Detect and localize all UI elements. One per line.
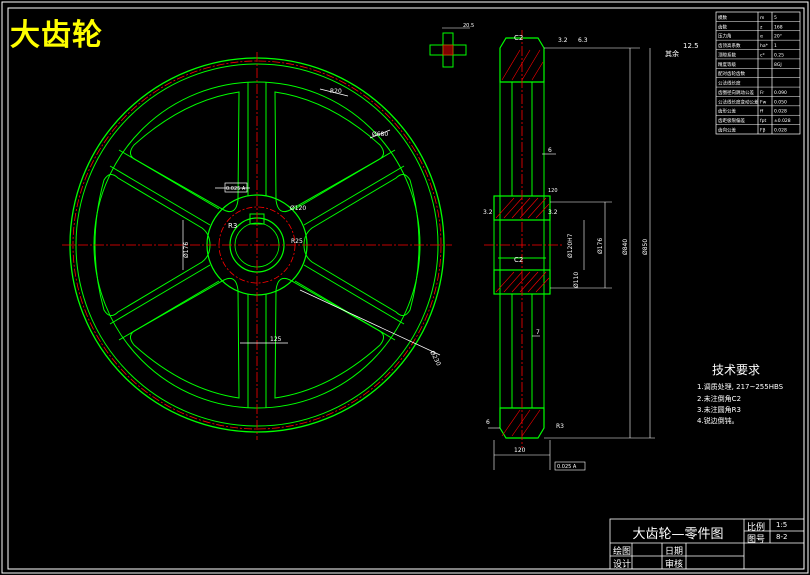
- param-cell: 8GJ: [774, 62, 782, 68]
- side-chamfer-mid: C2: [514, 256, 523, 264]
- front-dim-keyway: Ø120: [290, 205, 306, 212]
- date-label: 日期: [665, 547, 684, 557]
- requirement-item: 3.未注圆角R3: [697, 406, 741, 414]
- param-cell: 齿数: [718, 23, 727, 30]
- side-bottom-width: 120: [514, 447, 526, 454]
- param-cell: c*: [760, 52, 765, 58]
- param-cell: Fr: [760, 90, 764, 96]
- param-cell: ha*: [760, 43, 769, 49]
- param-cell: 168: [774, 24, 783, 30]
- param-cell: 0.050: [774, 99, 787, 105]
- side-mid-dim: 7: [536, 329, 540, 336]
- scale-value: 1:5: [776, 521, 788, 529]
- rest-label: 其余: [665, 49, 679, 58]
- param-cell: ±0.028: [774, 118, 791, 124]
- keyway-detail: [429, 27, 470, 68]
- centerlines-side: [484, 30, 562, 448]
- param-cell: 1: [774, 43, 777, 49]
- param-cell: 公法线长度: [718, 80, 741, 87]
- front-dim-tol: 0.025 A: [226, 186, 246, 192]
- param-cell: 齿向公差: [718, 127, 736, 134]
- param-cell: z: [760, 25, 763, 30]
- front-view: [62, 52, 452, 440]
- front-dim-r: R3: [228, 222, 237, 230]
- side-hub-rough-2: 3.2: [548, 209, 558, 216]
- drawing-no-label: 图号: [747, 535, 766, 545]
- inner-border: [7, 7, 805, 570]
- scale-label: 比例: [747, 523, 766, 533]
- param-cell: 0.25: [774, 52, 784, 58]
- param-cell: 齿顶高系数: [718, 42, 741, 49]
- front-dimensions: [182, 88, 441, 356]
- front-dim-spoke: R25: [291, 238, 303, 245]
- front-dim-hub: Ø176: [183, 242, 190, 258]
- section-hatching: [495, 49, 550, 437]
- param-cell: 0.028: [774, 128, 787, 134]
- param-cell: 齿圈径向跳动公差: [718, 89, 754, 96]
- designed-label: 设计: [613, 560, 632, 570]
- param-cell: α: [760, 35, 763, 40]
- front-dim-label-1: R20: [330, 88, 342, 95]
- side-bottom-tol: 0.025 A: [557, 464, 577, 470]
- requirements-title: 技术要求: [712, 363, 761, 377]
- param-cell: fpt: [760, 118, 766, 124]
- param-cell: m: [760, 16, 764, 21]
- side-rim-dia-1: Ø840: [622, 239, 629, 255]
- front-dim-label-2: Ø680: [372, 131, 388, 138]
- requirement-item: 2.未注倒角C2: [697, 395, 742, 403]
- requirement-item: 1.调质处理, 217~255HBS: [697, 383, 784, 391]
- param-cell: 5: [774, 15, 777, 21]
- side-left-dim: R3: [556, 423, 564, 430]
- param-table: [715, 11, 801, 135]
- centerlines-front: [62, 52, 452, 440]
- side-rim-dia-2: Ø850: [642, 239, 649, 255]
- param-cell: 配对齿轮齿数: [718, 70, 745, 77]
- param-cell: 公法线长度变动公差: [718, 98, 759, 105]
- side-hub-bore: Ø120H7: [567, 233, 574, 258]
- param-cell: 20°: [774, 34, 782, 40]
- param-cell: 齿形公差: [718, 108, 736, 115]
- checked-label: 审核: [665, 560, 684, 570]
- spoke-windows: [94, 91, 420, 399]
- side-left-gap: 6: [486, 419, 490, 426]
- side-dimensions: [488, 47, 655, 471]
- front-dim-hub-len: 125: [270, 336, 282, 343]
- side-hub-bore-2: Ø110: [573, 272, 580, 288]
- param-cell: 精度等级: [718, 61, 736, 68]
- side-rough-1: 3.2: [558, 37, 568, 44]
- drawn-label: 绘图: [613, 547, 632, 557]
- param-cell: Fβ: [760, 128, 766, 134]
- param-rows: 模数 m 5 齿数 z 168 压力角 α 20° 齿顶高系数 ha* 1 顶隙系数 c* 0.25 精度等级…: [716, 14, 800, 134]
- drawing-no-value: 8-2: [776, 533, 788, 541]
- param-cell: 0.090: [774, 90, 787, 96]
- side-hub-rough-1: 3.2: [483, 209, 493, 216]
- pitch-circle: [72, 60, 442, 430]
- requirement-item: 4.锐边倒钝。: [697, 417, 739, 425]
- side-chamfer-top: C2: [514, 34, 523, 42]
- param-cell: 模数: [718, 14, 727, 21]
- side-hub-len: 120: [548, 188, 558, 194]
- drawing-title: 大齿轮: [10, 18, 103, 53]
- param-cell: 顶隙系数: [718, 51, 736, 58]
- side-web-thickness: 6: [548, 147, 552, 154]
- front-dim-rim: Ø230: [428, 350, 442, 368]
- side-rough-2: 6.3: [578, 37, 588, 44]
- title-block-name: 大齿轮—零件图: [632, 527, 724, 542]
- param-cell: Fw: [760, 99, 767, 105]
- param-cell: ff: [760, 109, 764, 115]
- param-cell: 齿距极限偏差: [718, 117, 745, 124]
- keyway-width-label: 20.5: [463, 23, 474, 29]
- side-hub-dia: Ø176: [597, 238, 604, 254]
- param-cell: 0.028: [774, 109, 787, 115]
- param-cell: 压力角: [718, 33, 732, 40]
- rest-roughness: 12.5: [683, 42, 699, 50]
- title-block: [609, 518, 805, 570]
